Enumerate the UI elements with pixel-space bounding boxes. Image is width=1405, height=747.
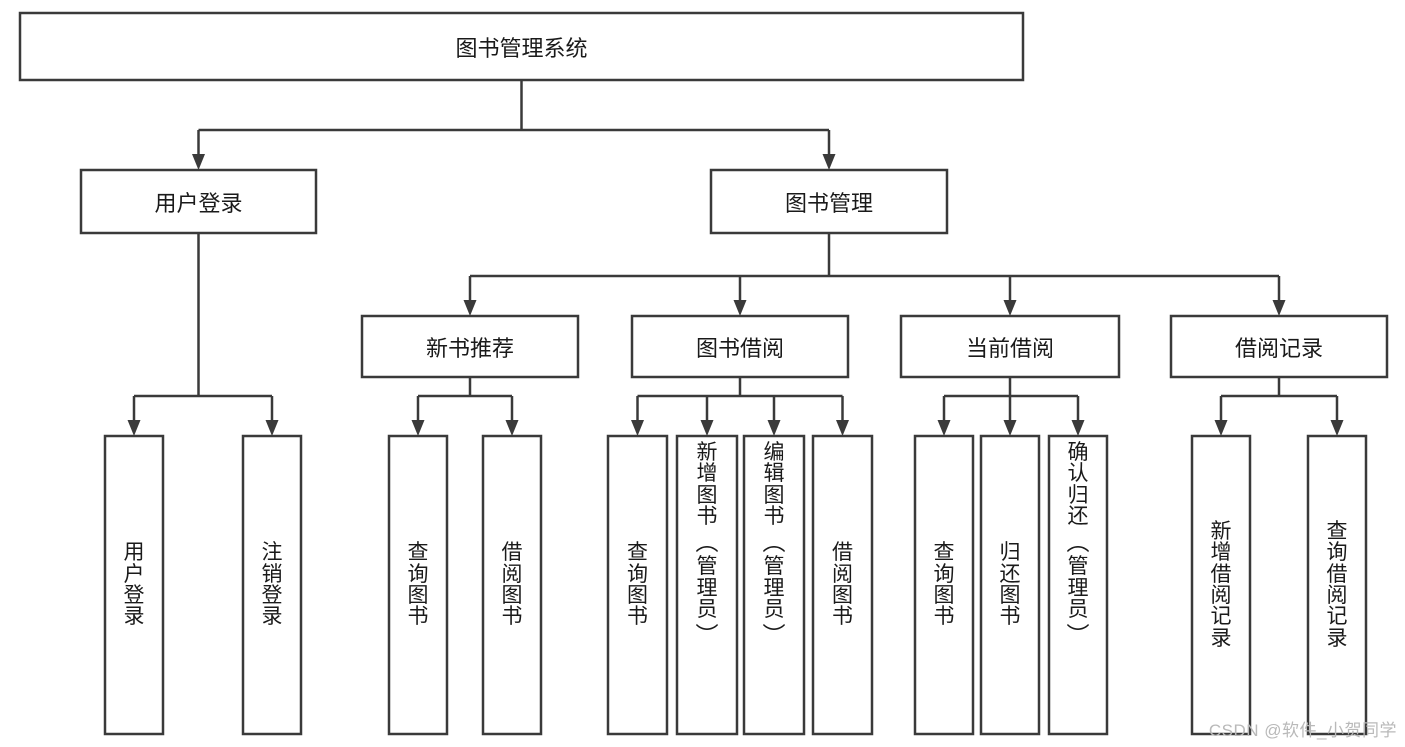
arrow-head-icon: [767, 420, 781, 436]
arrow-head-icon: [1003, 420, 1017, 436]
arrow-head-icon: [505, 420, 519, 436]
node-box-leaf_borrow_book_1[interactable]: [481, 434, 543, 736]
node-box-leaf_add_book[interactable]: [675, 434, 739, 736]
connector-layer: [127, 80, 1344, 436]
node-box-user_login[interactable]: [79, 168, 318, 235]
node-box-leaf_query_record[interactable]: [1306, 434, 1368, 736]
node-box-leaf_confirm_return[interactable]: [1047, 434, 1109, 736]
node-box-layer: [18, 11, 1389, 736]
node-box-leaf_borrow_book_2[interactable]: [811, 434, 874, 736]
node-box-borrow_record[interactable]: [1169, 314, 1389, 379]
node-box-leaf_user_login[interactable]: [103, 434, 165, 736]
node-box-book_borrow[interactable]: [630, 314, 850, 379]
arrow-head-icon: [937, 420, 951, 436]
arrow-head-icon: [127, 420, 141, 436]
node-box-leaf_query_book_1[interactable]: [387, 434, 449, 736]
node-box-book_manage[interactable]: [709, 168, 949, 235]
node-box-leaf_query_book_3[interactable]: [913, 434, 975, 736]
arrow-head-icon: [1214, 420, 1228, 436]
arrow-head-icon: [1272, 300, 1286, 316]
node-box-leaf_add_record[interactable]: [1190, 434, 1252, 736]
arrow-head-icon: [822, 154, 836, 170]
node-box-new_book_rec[interactable]: [360, 314, 580, 379]
arrow-head-icon: [1003, 300, 1017, 316]
arrow-head-icon: [192, 154, 205, 170]
arrow-head-icon: [265, 420, 279, 436]
arrow-head-icon: [836, 420, 849, 436]
arrow-head-icon: [411, 420, 425, 436]
node-box-leaf_edit_book[interactable]: [742, 434, 806, 736]
arrow-head-icon: [733, 300, 747, 316]
node-box-leaf_logout[interactable]: [241, 434, 303, 736]
node-box-leaf_query_book_2[interactable]: [606, 434, 669, 736]
arrow-head-icon: [1071, 420, 1085, 436]
node-box-leaf_return_book[interactable]: [979, 434, 1041, 736]
node-box-root[interactable]: [18, 11, 1025, 82]
arrow-head-icon: [463, 300, 477, 316]
arrow-head-icon: [1330, 420, 1344, 436]
arrow-head-icon: [631, 420, 644, 436]
arrow-head-icon: [700, 420, 714, 436]
node-box-current_borrow[interactable]: [899, 314, 1121, 379]
